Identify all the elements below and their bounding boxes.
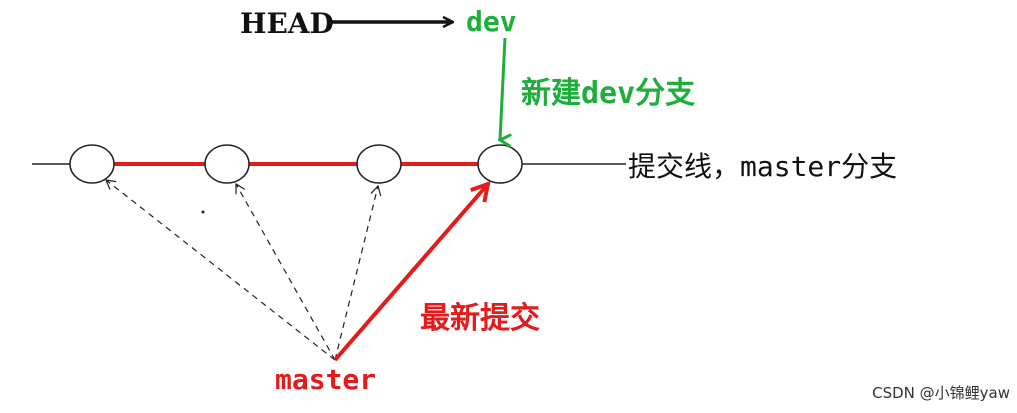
stray-dot	[201, 210, 205, 214]
history-pointer-1	[105, 179, 336, 361]
commit-node-1	[69, 144, 115, 184]
commit-node-4	[477, 144, 523, 184]
master-pointer-arrow	[333, 184, 488, 362]
master-label: master	[275, 363, 376, 396]
watermark: CSDN @小锦鲤yaw	[872, 384, 1010, 402]
new-branch-label: 新建dev分支	[521, 76, 695, 111]
commit-node-2	[204, 144, 250, 184]
history-pointer-3	[334, 184, 382, 361]
history-pointer-2	[235, 182, 336, 361]
commit-node-3	[356, 144, 402, 184]
head-label: HEAD	[240, 7, 334, 40]
commit-line-label: 提交线，master分支	[628, 150, 897, 183]
latest-commit-label: 最新提交	[420, 301, 540, 336]
dev-pointer-arrow	[500, 37, 505, 140]
dev-label: dev	[466, 5, 517, 38]
